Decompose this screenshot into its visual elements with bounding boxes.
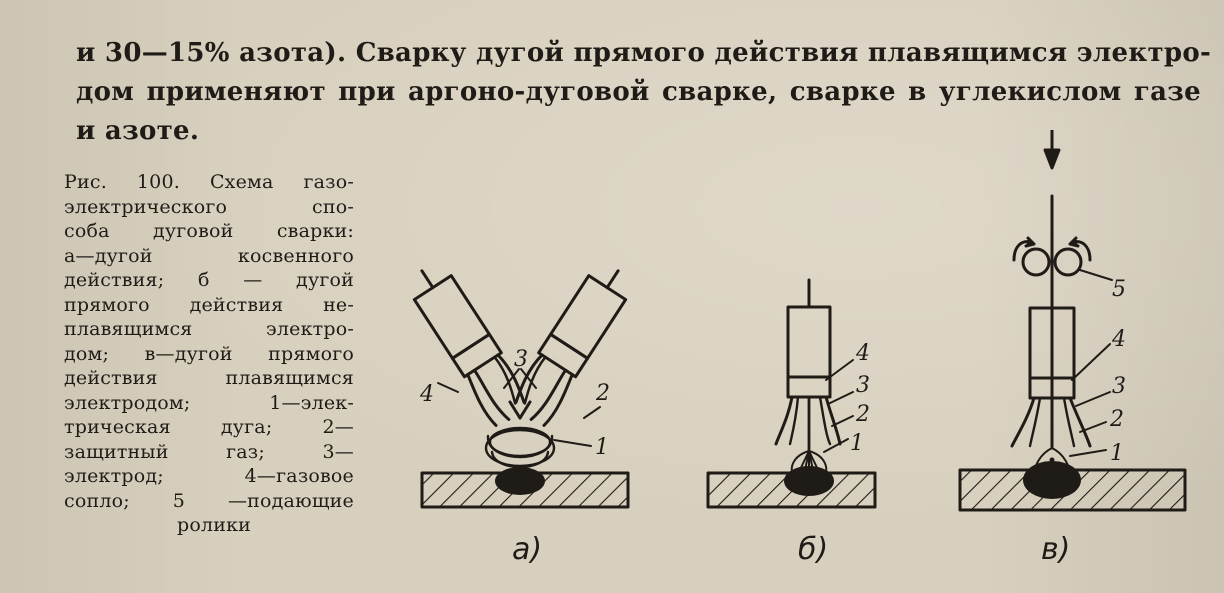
arc-a <box>484 426 556 469</box>
caption-line: прямого действия не- <box>64 293 354 316</box>
caption-line: ролики <box>176 514 252 536</box>
welding-schematic-drawing: 4 3 2 1 а) <box>412 130 1187 567</box>
caption-line: а—дугой косвенного <box>64 244 354 267</box>
panel-c-label: в) <box>1041 532 1070 567</box>
label-b-2: 2 <box>855 402 870 427</box>
label-b-3: 3 <box>856 373 870 398</box>
label-a-1: 1 <box>595 435 609 460</box>
caption-line: электродом; 1—элек- <box>64 391 354 414</box>
arc-c <box>1033 447 1071 477</box>
caption-line: плавящимся электро- <box>64 318 354 340</box>
weld-pool-a <box>495 467 545 495</box>
label-b-1: 1 <box>850 431 864 456</box>
label-b-4: 4 <box>855 341 870 366</box>
label-c-5: 5 <box>1112 277 1126 302</box>
caption-line: действия; б — дугой <box>64 269 354 291</box>
caption-line: дом; в—дугой прямого <box>64 342 354 365</box>
body-line-2: дом применяют при аргоно-дуговой сварке,… <box>76 77 1201 107</box>
torch-right-a <box>514 269 628 427</box>
welding-schematic-figure: 4 3 2 1 а) <box>400 130 1220 590</box>
caption-line: сопло; 5 —подающие <box>64 489 354 512</box>
figure-caption: Рис. 100. Схема газо- электрического спо… <box>64 170 354 538</box>
label-a-4: 4 <box>419 382 434 407</box>
body-paragraph: и 30—15% азота). Сварку дугой прямого де… <box>76 34 1212 151</box>
weld-pool-c <box>1023 461 1081 499</box>
feed-rollers <box>1012 236 1092 277</box>
torch-b <box>774 278 842 453</box>
panel-a-indirect-arc <box>412 269 630 509</box>
caption-line: защитный газ; 3— <box>64 440 354 463</box>
caption-line: действия плавящимся <box>64 367 354 389</box>
arc-b <box>790 450 828 483</box>
panel-a-label: а) <box>512 532 542 567</box>
label-c-3: 3 <box>1112 374 1126 399</box>
feed-arrow-down-icon <box>1043 130 1061 170</box>
caption-line: Рис. 100. Схема газо- <box>64 171 354 193</box>
panel-c-direct-arc-consumable <box>958 130 1187 512</box>
label-c-4: 4 <box>1111 327 1126 352</box>
label-a-2: 2 <box>595 381 610 406</box>
caption-line: трическая дуга; 2— <box>64 416 354 438</box>
label-c-2: 2 <box>1109 407 1124 432</box>
body-line-3: и азоте. <box>76 116 200 146</box>
caption-line: электрод; 4—газовое <box>64 465 354 487</box>
label-a-3: 3 <box>514 347 528 372</box>
torch-c <box>1010 306 1092 448</box>
panel-b-label: б) <box>798 532 828 567</box>
panel-b-direct-arc-nonconsumable <box>706 278 877 509</box>
caption-line: электрического спо- <box>64 195 354 218</box>
label-c-1: 1 <box>1110 441 1124 466</box>
body-line-1: и 30—15% азота). Сварку дугой прямого де… <box>76 38 1212 68</box>
caption-line: соба дуговой сварки: <box>64 220 354 242</box>
